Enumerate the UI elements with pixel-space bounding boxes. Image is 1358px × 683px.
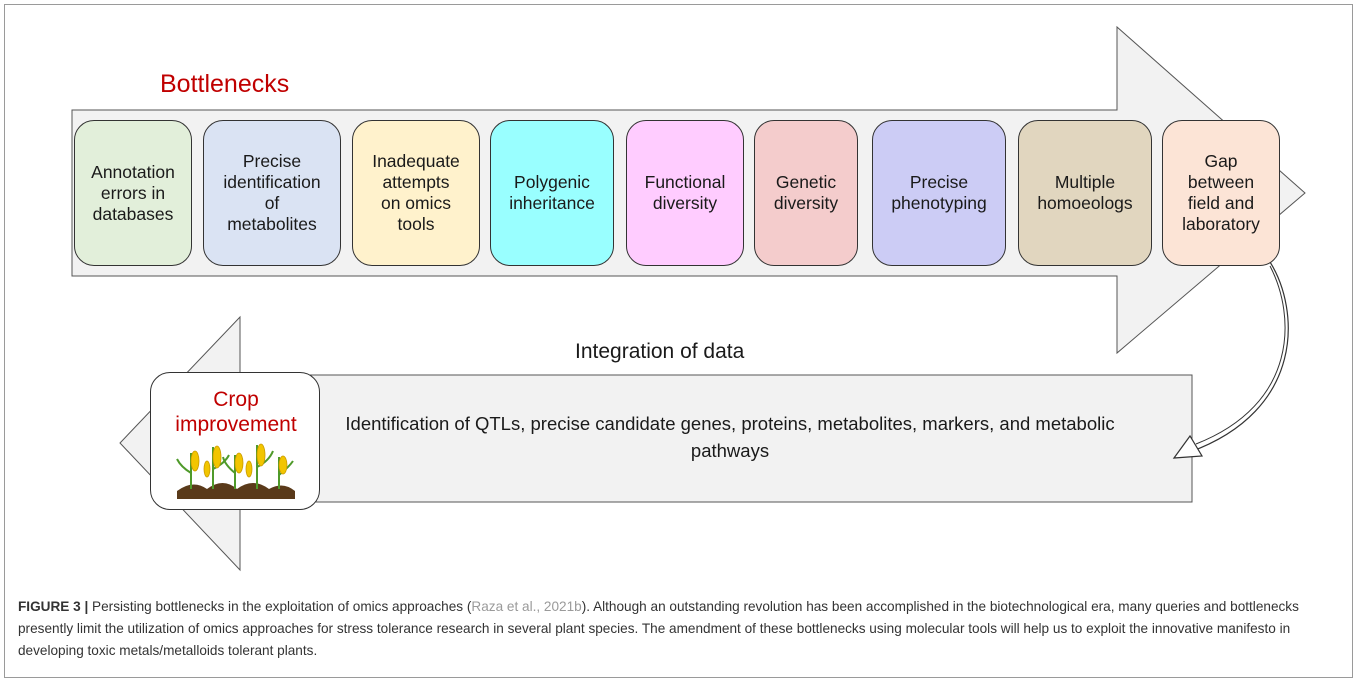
- bottleneck-box: Multiple homoeologs: [1018, 120, 1152, 266]
- crop-improvement-label: Crop improvement: [175, 388, 297, 436]
- caption-lead: Persisting bottlenecks in the exploitati…: [88, 599, 472, 614]
- bottleneck-box: Precise identification of metabolites: [203, 120, 341, 266]
- bottleneck-box: Gap between field and laboratory: [1162, 120, 1280, 266]
- bottleneck-box: Annotation errors in databases: [74, 120, 192, 266]
- caption-citation-link[interactable]: Raza et al., 2021b: [471, 599, 582, 614]
- bottleneck-box: Precise phenotyping: [872, 120, 1006, 266]
- outcome-text: Identification of QTLs, precise candidat…: [345, 413, 1115, 461]
- connector-curve-arrow: [1189, 261, 1289, 453]
- bottleneck-box: Inadequate attempts on omics tools: [352, 120, 480, 266]
- figure-frame: [4, 4, 1353, 678]
- diagram-title: Bottlenecks: [160, 70, 290, 98]
- bottleneck-box: Genetic diversity: [754, 120, 858, 266]
- integration-label: Integration of data: [575, 340, 745, 363]
- figure-caption: FIGURE 3 | Persisting bottlenecks in the…: [18, 596, 1340, 662]
- connector-arrowhead: [1172, 434, 1204, 459]
- caption-body: ). Although an outstanding revolution ha…: [18, 599, 1299, 658]
- connector-curve-arrow-outline: [1195, 265, 1286, 445]
- bottleneck-box: Polygenic inheritance: [490, 120, 614, 266]
- corn-plants-illustration: [176, 443, 295, 499]
- omics-bottleneck-diagram: Bottlenecks Annotation errors in databas…: [71, 25, 1306, 572]
- crop-improvement-box: Crop improvement: [150, 372, 320, 510]
- bottleneck-box: Functional diversity: [626, 120, 744, 266]
- caption-label: FIGURE 3 |: [18, 599, 89, 614]
